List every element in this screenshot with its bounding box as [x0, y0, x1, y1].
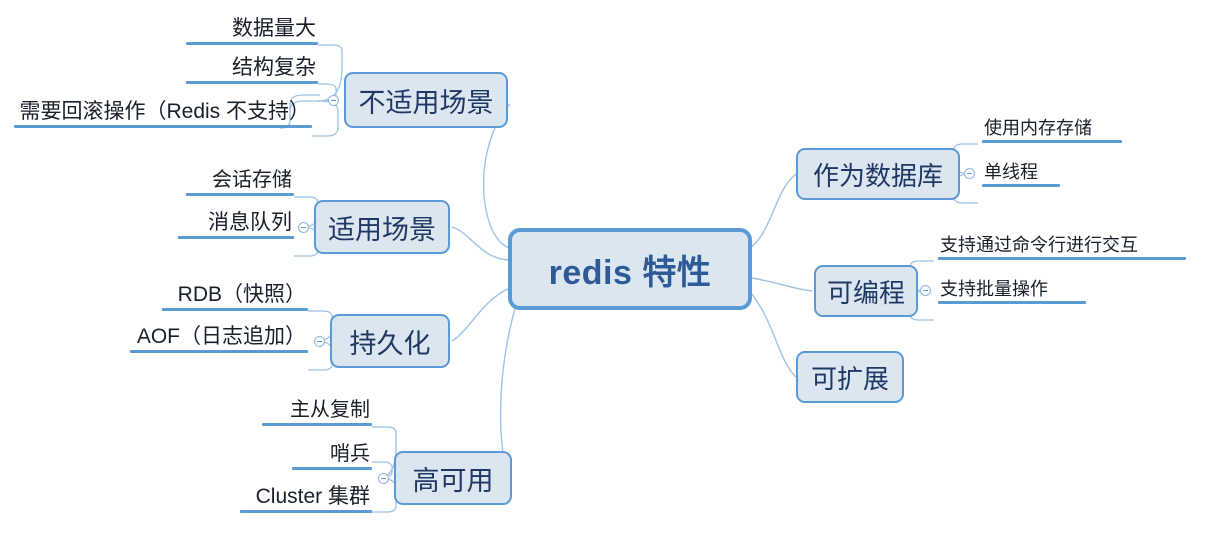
- leaf-suitable-1[interactable]: 会话存储: [186, 170, 294, 196]
- leaf-suitable-2[interactable]: 消息队列: [178, 211, 294, 240]
- connector-central-as-database: [749, 173, 797, 249]
- leaf-as-database-2[interactable]: 单线程: [982, 163, 1060, 187]
- leaf-persistence-1[interactable]: RDB（快照）: [162, 283, 308, 312]
- central-topic[interactable]: redis 特性: [508, 228, 752, 310]
- leaf-label: 需要回滚操作（Redis 不支持）: [19, 100, 310, 123]
- connector-central-scalable: [749, 291, 797, 378]
- leaf-label: 哨兵: [330, 443, 370, 465]
- leaf-underline: [178, 236, 294, 240]
- leaf-underline: [262, 423, 372, 426]
- collapse-toggle-high-availability[interactable]: [378, 473, 389, 484]
- collapse-toggle-programmable[interactable]: [920, 285, 931, 296]
- leaf-label: 消息队列: [208, 211, 292, 234]
- collapse-toggle-not-suitable[interactable]: [328, 95, 339, 106]
- branch-curve-high-availability-child-1: [372, 426, 397, 479]
- leaf-persistence-2[interactable]: AOF（日志追加）: [130, 325, 308, 354]
- leaf-underline: [292, 467, 372, 470]
- leaf-label: RDB（快照）: [177, 283, 306, 306]
- collapse-toggle-as-database[interactable]: [964, 168, 975, 179]
- leaf-underline: [186, 42, 318, 46]
- leaf-label: 支持批量操作: [940, 279, 1048, 299]
- leaf-label: 单线程: [984, 162, 1038, 182]
- leaf-programmable-2[interactable]: 支持批量操作: [938, 280, 1086, 304]
- leaf-label: 会话存储: [212, 169, 292, 191]
- topic-scalable[interactable]: 可扩展: [796, 351, 904, 403]
- leaf-high-availability-2[interactable]: 哨兵: [292, 444, 372, 470]
- leaf-not-suitable-3[interactable]: 需要回滚操作（Redis 不支持）: [14, 100, 312, 129]
- leaf-label: 支持通过命令行进行交互: [940, 235, 1138, 255]
- topic-programmable[interactable]: 可编程: [814, 265, 918, 317]
- leaf-underline: [186, 81, 318, 85]
- leaf-underline: [186, 193, 294, 196]
- leaf-high-availability-3[interactable]: Cluster 集群: [240, 485, 372, 514]
- topic-high-availability[interactable]: 高可用: [394, 451, 512, 505]
- collapse-toggle-persistence[interactable]: [314, 336, 325, 347]
- topic-persistence[interactable]: 持久化: [330, 314, 450, 368]
- leaf-high-availability-1[interactable]: 主从复制: [262, 400, 372, 426]
- leaf-underline: [14, 125, 312, 129]
- topic-as-database[interactable]: 作为数据库: [796, 148, 960, 200]
- branch-curve-not-suitable-child-3: [312, 100, 339, 137]
- leaf-not-suitable-2[interactable]: 结构复杂: [186, 56, 318, 85]
- branch-curve-not-suitable-child-1: [317, 44, 343, 102]
- leaf-underline: [982, 139, 1122, 143]
- leaf-not-suitable-1[interactable]: 数据量大: [186, 17, 318, 46]
- leaf-underline: [982, 183, 1060, 187]
- topic-suitable[interactable]: 适用场景: [314, 200, 450, 254]
- leaf-underline: [938, 300, 1086, 304]
- connector-central-persistence: [451, 287, 511, 342]
- connector-central-programmable: [751, 277, 813, 292]
- leaf-label: Cluster 集群: [255, 485, 370, 508]
- collapse-toggle-suitable[interactable]: [298, 222, 309, 233]
- topic-not-suitable[interactable]: 不适用场景: [344, 72, 508, 128]
- leaf-programmable-1[interactable]: 支持通过命令行进行交互: [938, 236, 1186, 260]
- connector-central-suitable: [451, 226, 509, 261]
- leaf-as-database-1[interactable]: 使用内存存储: [982, 119, 1122, 143]
- leaf-label: 使用内存存储: [984, 118, 1092, 138]
- leaf-label: 主从复制: [290, 399, 370, 421]
- leaf-underline: [938, 256, 1186, 260]
- leaf-label: 数据量大: [232, 17, 316, 40]
- leaf-underline: [240, 510, 372, 514]
- leaf-label: AOF（日志追加）: [136, 325, 306, 348]
- leaf-label: 结构复杂: [232, 56, 316, 79]
- leaf-underline: [162, 308, 308, 312]
- leaf-underline: [130, 350, 308, 354]
